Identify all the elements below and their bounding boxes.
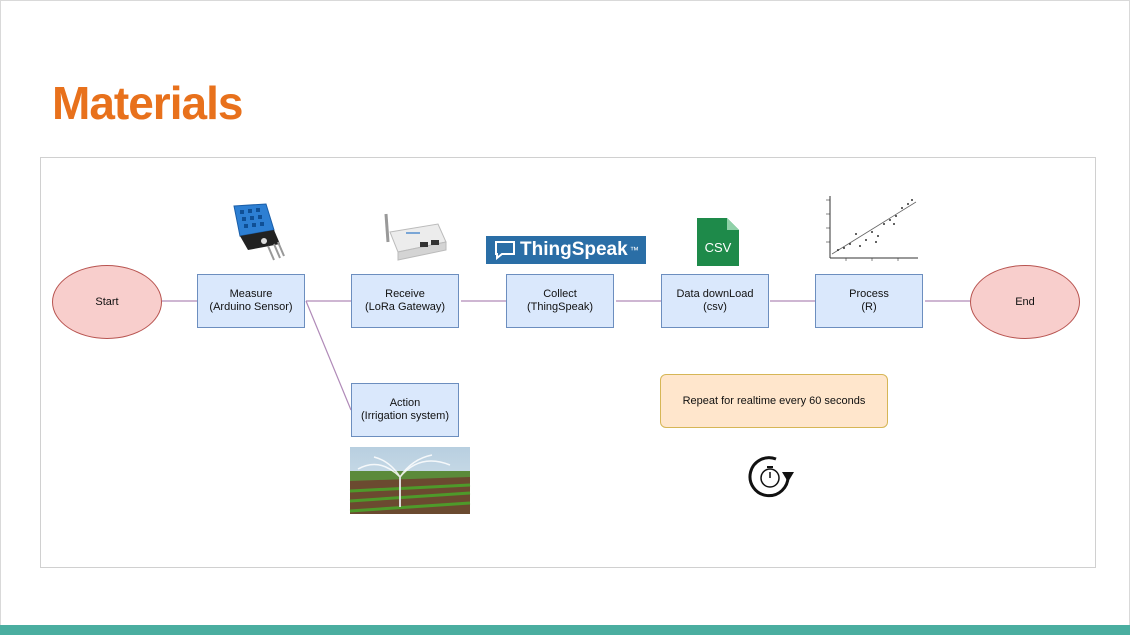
process-node: Process (R) <box>815 274 923 328</box>
collect-title: Collect <box>543 288 577 300</box>
receive-title: Receive <box>385 288 425 300</box>
collect-node: Collect (ThingSpeak) <box>506 274 614 328</box>
process-title: Process <box>849 288 889 300</box>
measure-title: Measure <box>229 288 273 300</box>
diagram-panel <box>40 157 1096 568</box>
csv-label: CSV <box>704 240 732 255</box>
dht-sensor-icon <box>233 203 285 261</box>
irrigation-photo <box>349 447 471 514</box>
measure-subtitle: (Arduino Sensor) <box>209 301 293 313</box>
timer-repeat-icon <box>748 456 794 498</box>
action-subtitle: (Irrigation system) <box>360 410 450 422</box>
end-label: End <box>1015 296 1035 308</box>
repeat-note: Repeat for realtime every 60 seconds <box>660 374 888 428</box>
scatter-plot-icon <box>826 196 918 261</box>
collect-subtitle: (ThingSpeak) <box>526 301 594 313</box>
process-subtitle: (R) <box>861 301 877 313</box>
receive-subtitle: (LoRa Gateway) <box>364 301 446 313</box>
csv-file-icon <box>697 218 739 266</box>
connector-measure-action <box>305 300 352 411</box>
action-node: Action (Irrigation system) <box>351 383 459 437</box>
lora-gateway-icon <box>384 213 447 261</box>
start-node: Start <box>52 265 162 339</box>
download-subtitle: (csv) <box>703 301 727 313</box>
thingspeak-tm: ™ <box>629 245 639 255</box>
start-label: Start <box>95 296 119 308</box>
receive-node: Receive (LoRa Gateway) <box>351 274 459 328</box>
slide-title: Materials <box>52 77 243 129</box>
action-title: Action <box>389 397 421 409</box>
bottom-accent-bar <box>0 625 1130 635</box>
end-node: End <box>970 265 1080 339</box>
measure-node: Measure (Arduino Sensor) <box>197 274 305 328</box>
download-node: Data downLoad (csv) <box>661 274 769 328</box>
thingspeak-wordmark: ThingSpeak <box>520 239 628 260</box>
download-title: Data downLoad <box>676 288 754 300</box>
chat-bubble-icon <box>495 241 515 260</box>
